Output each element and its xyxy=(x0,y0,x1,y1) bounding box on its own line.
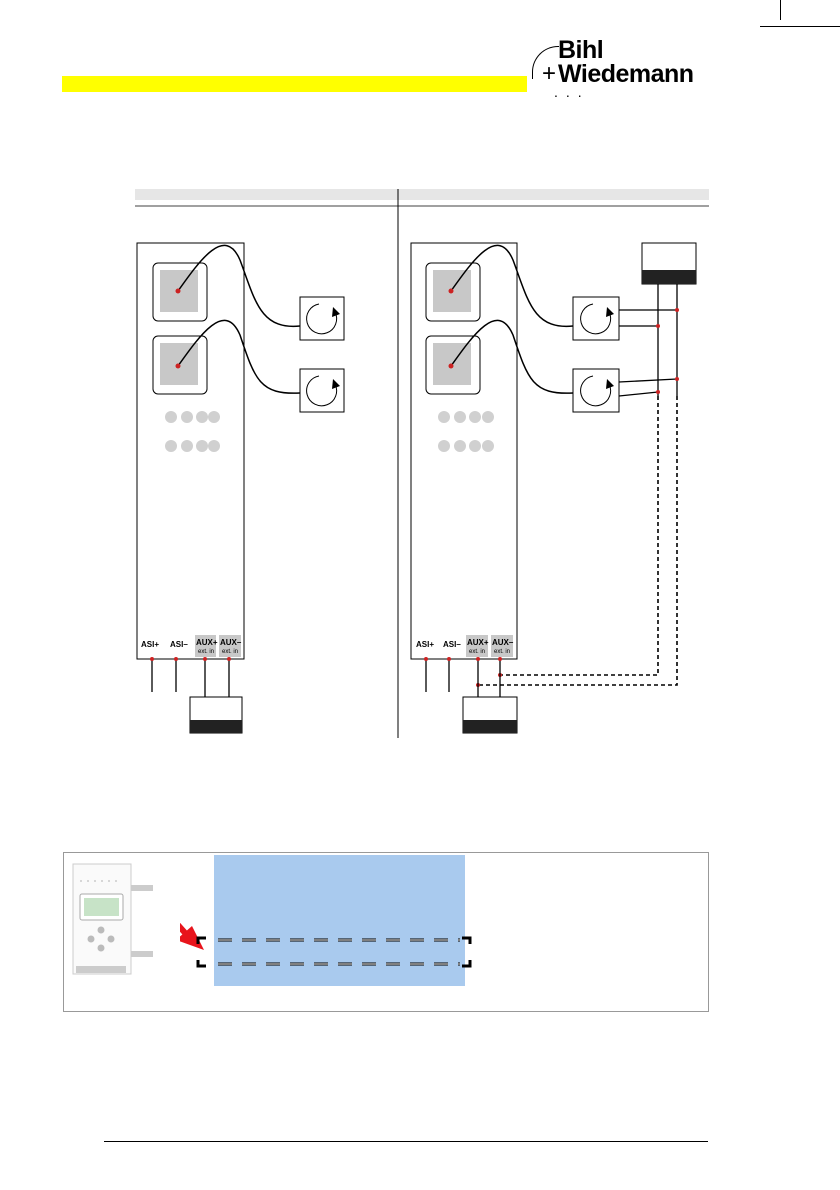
left-aux-plus-sub: ext. in xyxy=(198,649,214,655)
left-port-2-marker xyxy=(176,364,181,369)
dashed-highlight-frame xyxy=(180,880,490,990)
right-terminal-aux-plus: AUX+ xyxy=(467,638,489,647)
left-module: ASI+ ASI– AUX+ AUX– ext. in ext. in xyxy=(137,243,344,733)
left-terminal-asi-minus: ASI– xyxy=(170,640,188,649)
pointer-arrow-shaft xyxy=(180,880,186,934)
left-terminal-aux-plus: AUX+ xyxy=(196,638,218,647)
right-terminal-aux-minus: AUX– xyxy=(492,638,514,647)
left-aux-minus-sub: ext. in xyxy=(222,649,238,655)
right-terminal-asi-plus: ASI+ xyxy=(416,640,434,649)
left-port-1-marker xyxy=(176,289,181,294)
right-aux-minus-sub: ext. in xyxy=(494,649,510,655)
left-terminal-asi-plus: ASI+ xyxy=(141,640,159,649)
left-terminal-wires xyxy=(152,659,229,697)
right-terminal-asi-minus: ASI– xyxy=(443,640,461,649)
right-terminal-wires xyxy=(426,659,500,697)
diagram-header-band xyxy=(135,189,709,200)
footer-rule xyxy=(104,1141,708,1142)
right-module: ASI+ ASI– AUX+ AUX– ext. in ext. in xyxy=(411,243,696,733)
right-aux-wiring xyxy=(619,284,677,396)
right-aux-plus-sub: ext. in xyxy=(469,649,485,655)
left-terminal-aux-minus: AUX– xyxy=(220,638,242,647)
